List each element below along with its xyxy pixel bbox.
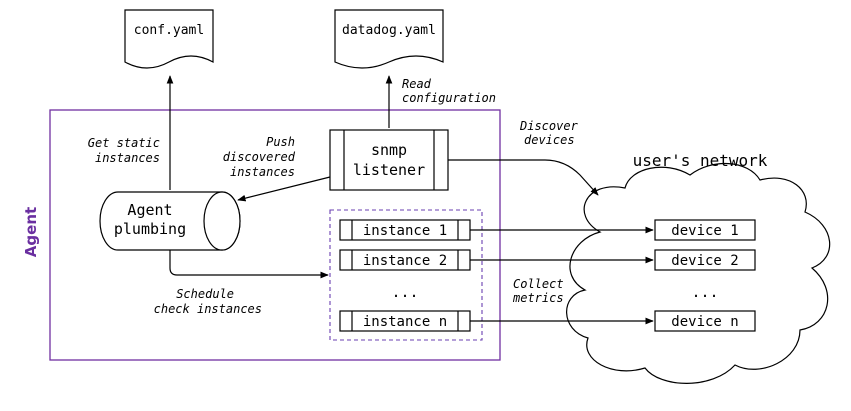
- arrow-listener-to-network: [448, 159, 599, 196]
- snmp-listener-box: snmp listener: [329, 129, 449, 191]
- annotation-get-static-line1: Get static: [88, 136, 160, 150]
- instances-ellipsis: ...: [391, 283, 418, 301]
- instance-box-n: instance n: [339, 310, 471, 332]
- device-box-2: device 2: [654, 249, 756, 271]
- annotation-collect-line1: Collect: [513, 277, 564, 291]
- agent-container: [49, 109, 501, 361]
- annotation-discover-line1: Discover: [519, 119, 579, 133]
- conf-yaml-document: conf.yaml: [124, 9, 214, 69]
- conf-yaml-label: conf.yaml: [134, 23, 204, 38]
- annotation-push-line2: discovered: [223, 150, 296, 164]
- instance-box-1: instance 1: [339, 219, 471, 241]
- annotation-read-line1: Read: [402, 77, 432, 91]
- annotation-discover-line2: devices: [524, 133, 575, 147]
- agent-label: Agent: [22, 207, 40, 257]
- annotation-read-configuration: Read configuration: [402, 77, 496, 105]
- annotation-schedule-line1: Schedule: [176, 287, 234, 301]
- arrow-listener-to-plumbing: [237, 176, 331, 202]
- devices-ellipsis: ...: [691, 283, 718, 301]
- datadog-yaml-label: datadog.yaml: [342, 23, 436, 38]
- annotation-collect-metrics: Collect metrics: [512, 277, 564, 305]
- annotation-push-discovered: Push discovered instances: [223, 135, 296, 179]
- annotation-read-line2: configuration: [402, 91, 496, 105]
- device-box-n: device n: [654, 310, 756, 332]
- device-label-1: device 1: [671, 223, 738, 239]
- device-label-2: device 2: [671, 253, 738, 269]
- instance-label-2: instance 2: [363, 253, 447, 269]
- annotation-discover-devices: Discover devices: [519, 119, 579, 147]
- annotation-push-line1: Push: [266, 135, 295, 149]
- snmp-listener-line2: listener: [353, 161, 425, 179]
- arrow-plumbing-to-instances: [169, 250, 329, 279]
- instance-box-2: instance 2: [339, 249, 471, 271]
- users-network-cloud: [566, 163, 831, 384]
- annotation-schedule-check: Schedule check instances: [154, 287, 262, 316]
- annotation-schedule-line2: check instances: [154, 302, 262, 316]
- snmp-listener-line1: snmp: [371, 141, 407, 159]
- annotation-get-static-line2: instances: [95, 151, 160, 165]
- instances-container: [329, 209, 483, 341]
- annotation-push-line3: instances: [230, 165, 295, 179]
- device-label-n: device n: [671, 314, 738, 330]
- agent-plumbing-line1: Agent: [127, 201, 172, 219]
- instance-label-1: instance 1: [363, 223, 447, 239]
- agent-plumbing-line2: plumbing: [114, 220, 186, 238]
- agent-plumbing-cylinder: Agent plumbing: [99, 191, 241, 251]
- instance-label-n: instance n: [363, 314, 447, 330]
- datadog-yaml-document: datadog.yaml: [334, 9, 444, 69]
- annotation-collect-line2: metrics: [512, 291, 564, 305]
- annotation-get-static-instances: Get static instances: [88, 136, 160, 165]
- users-network-label: user's network: [633, 151, 768, 170]
- device-box-1: device 1: [654, 219, 756, 241]
